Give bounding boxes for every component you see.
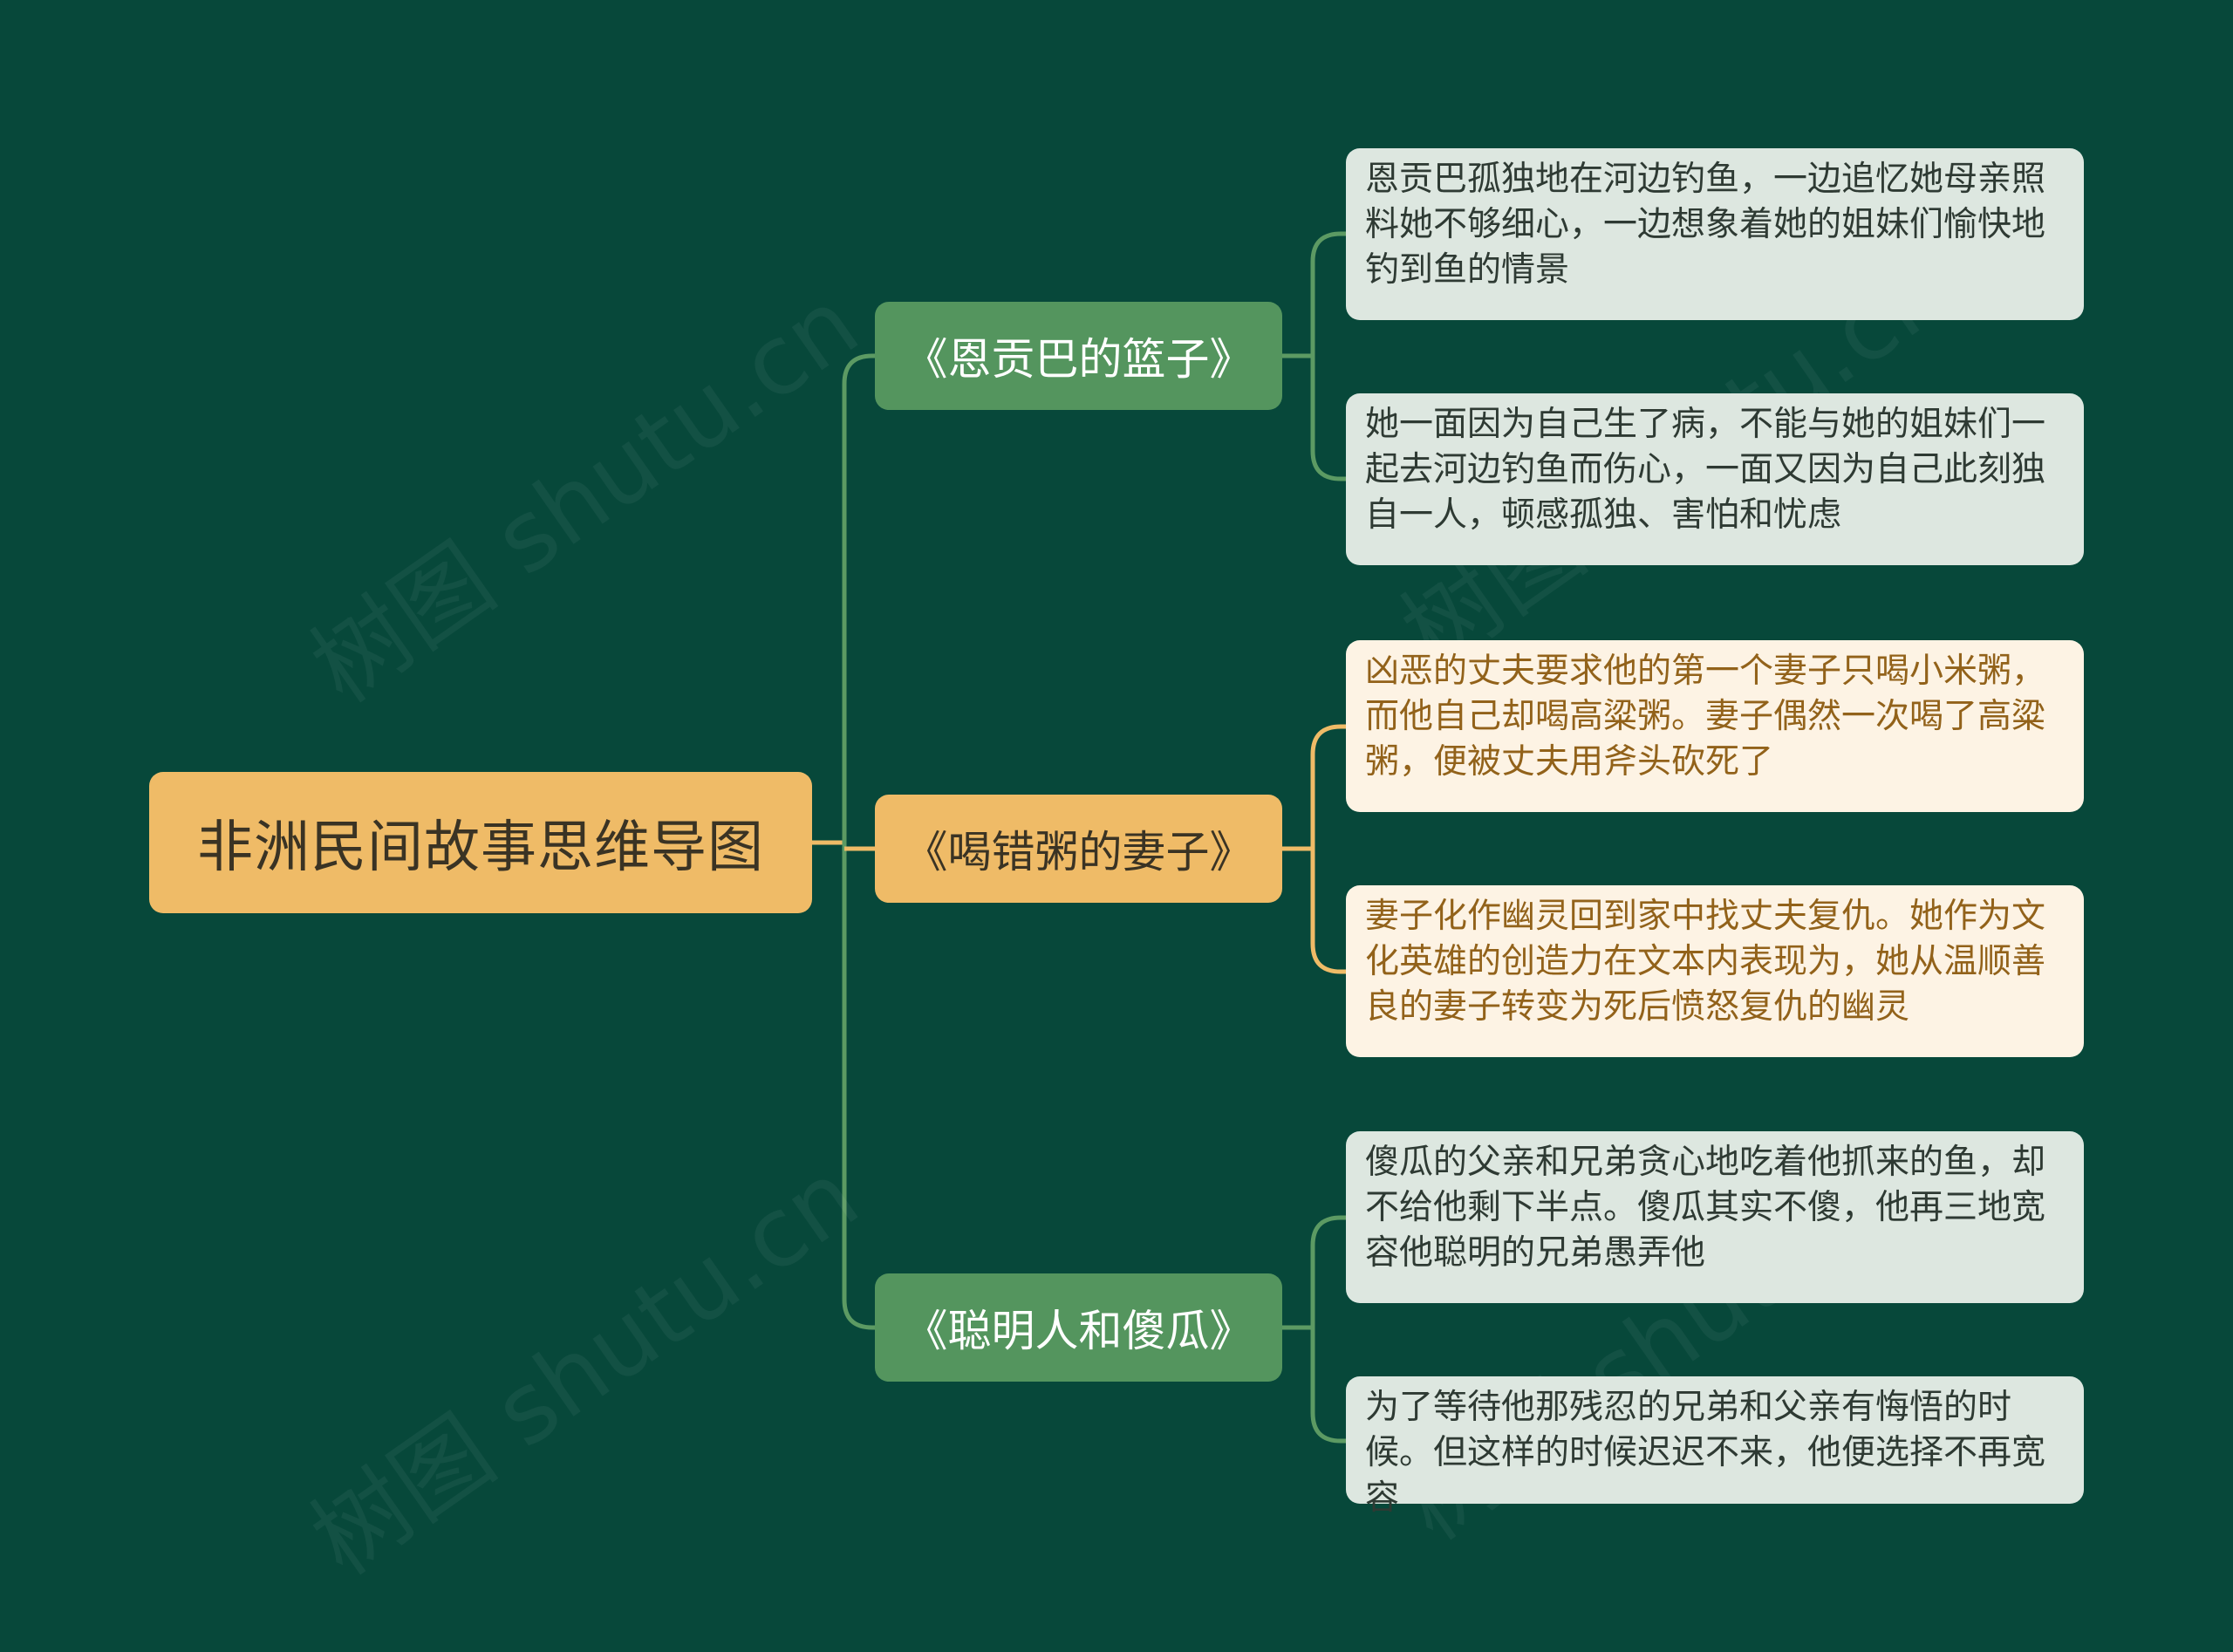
root-node[interactable]: 非洲民间故事思维导图 xyxy=(149,772,812,913)
leaf-text: 为了等待他那残忍的兄弟和父亲有悔悟的时候。但这样的时候迟迟不来，他便选择不再宽容 xyxy=(1365,1388,2046,1518)
leaf-text: 傻瓜的父亲和兄弟贪心地吃着他抓来的鱼，却不给他剩下半点。傻瓜其实不傻，他再三地宽… xyxy=(1365,1143,2046,1273)
connector-branch1-leaf2 xyxy=(1310,356,1346,481)
leaf-node[interactable]: 傻瓜的父亲和兄弟贪心地吃着他抓来的鱼，却不给他剩下半点。傻瓜其实不傻，他再三地宽… xyxy=(1346,1131,2084,1303)
connector-branch3-leaf2 xyxy=(1310,1328,1346,1444)
leaf-text: 恩贡巴孤独地在河边钓鱼，一边追忆她母亲照料她不够细心，一边想象着她的姐妹们愉快地… xyxy=(1365,160,2046,290)
branch-label: 《喝错粥的妻子》 xyxy=(904,827,1253,877)
leaf-node[interactable]: 她一面因为自己生了病，不能与她的姐妹们一起去河边钓鱼而伤心，一面又因为自己此刻独… xyxy=(1346,393,2084,565)
branch-node-1[interactable]: 《恩贡巴的篮子》 xyxy=(875,302,1282,410)
root-label: 非洲民间故事思维导图 xyxy=(197,816,764,880)
leaf-text: 凶恶的丈夫要求他的第一个妻子只喝小米粥，而他自己却喝高粱粥。妻子偶然一次喝了高粱… xyxy=(1365,652,2046,782)
leaf-node[interactable]: 凶恶的丈夫要求他的第一个妻子只喝小米粥，而他自己却喝高粱粥。妻子偶然一次喝了高粱… xyxy=(1346,640,2084,812)
connector-branch2-leaf2 xyxy=(1310,849,1346,974)
leaf-node[interactable]: 恩贡巴孤独地在河边钓鱼，一边追忆她母亲照料她不够细心，一边想象着她的姐妹们愉快地… xyxy=(1346,148,2084,320)
leaf-text: 妻子化作幽灵回到家中找丈夫复仇。她作为文化英雄的创造力在文本内表现为，她从温顺善… xyxy=(1365,897,2046,1027)
connector-branch2-leaf1 xyxy=(1282,724,1346,851)
branch-label: 《恩贡巴的篮子》 xyxy=(904,334,1253,385)
connector-branch1-leaf1 xyxy=(1282,231,1346,358)
connector-trunk-upper xyxy=(842,353,875,843)
connector-trunk-lower xyxy=(842,843,875,1330)
branch-node-3[interactable]: 《聪明人和傻瓜》 xyxy=(875,1273,1282,1382)
branch-label: 《聪明人和傻瓜》 xyxy=(904,1306,1253,1356)
connector-branch3-leaf1 xyxy=(1282,1215,1346,1330)
leaf-node[interactable]: 妻子化作幽灵回到家中找丈夫复仇。她作为文化英雄的创造力在文本内表现为，她从温顺善… xyxy=(1346,885,2084,1057)
branch-node-2[interactable]: 《喝错粥的妻子》 xyxy=(875,795,1282,903)
leaf-node[interactable]: 为了等待他那残忍的兄弟和父亲有悔悟的时候。但这样的时候迟迟不来，他便选择不再宽容 xyxy=(1346,1376,2084,1518)
leaf-text: 她一面因为自己生了病，不能与她的姐妹们一起去河边钓鱼而伤心，一面又因为自己此刻独… xyxy=(1365,405,2046,535)
